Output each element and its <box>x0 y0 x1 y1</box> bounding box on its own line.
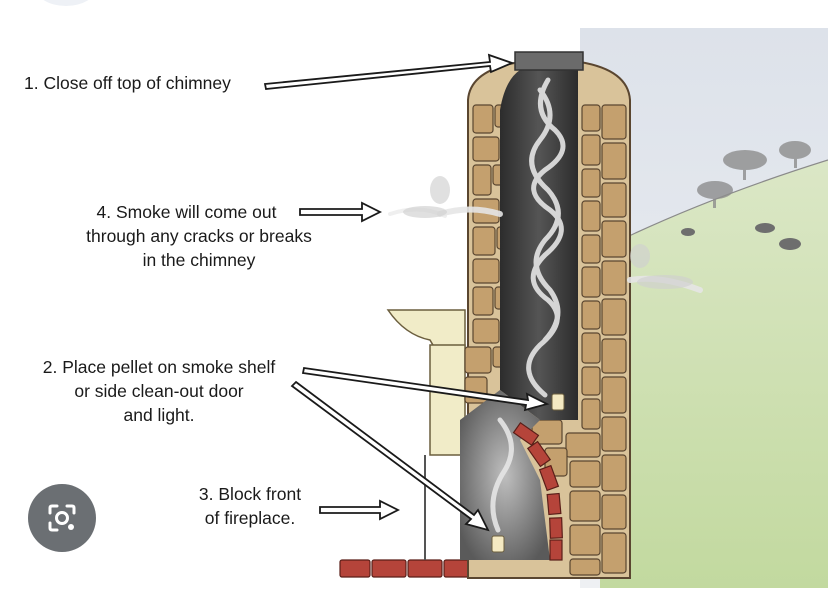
lens-search-button[interactable] <box>28 484 96 552</box>
label-step3-line1: 3. Block front <box>198 484 302 504</box>
pellet-smoke-shelf <box>551 393 565 411</box>
arrow-step2-fireplace <box>290 380 490 532</box>
arrow-step1 <box>263 53 515 90</box>
label-step3: 3. Block front of fireplace. <box>188 482 312 530</box>
label-step1-line1: 1. Close off top of chimney <box>24 73 231 93</box>
tree-group <box>697 141 811 208</box>
label-step4-line1: 4. Smoke will come out <box>96 202 277 222</box>
label-step2-line2: or side clean-out door <box>74 381 244 401</box>
stones-right <box>531 104 627 576</box>
label-step2-line1: 2. Place pellet on smoke shelf <box>42 357 276 377</box>
arrow-step2-shelf <box>301 366 550 412</box>
label-step4: 4. Smoke will come out through any crack… <box>74 200 324 272</box>
pellet-fireplace <box>491 535 505 553</box>
label-step3-line2: of fireplace. <box>204 508 296 528</box>
label-step2-line3: and light. <box>123 405 195 425</box>
label-step4-line2: through any cracks or breaks <box>86 226 312 246</box>
label-step4-line3: in the chimney <box>142 250 256 270</box>
arrow-step4 <box>299 201 383 223</box>
firebox-bricks <box>512 421 563 561</box>
chimney-cap <box>514 51 584 71</box>
hillside <box>600 160 828 588</box>
label-step1: 1. Close off top of chimney <box>24 71 231 95</box>
arrow-step3 <box>319 499 401 521</box>
cow-group <box>681 223 801 250</box>
label-step2: 2. Place pellet on smoke shelf or side c… <box>30 355 288 427</box>
corner-shape <box>36 0 96 6</box>
smoke-puffs <box>403 176 693 289</box>
camera-lens-icon <box>48 504 76 532</box>
